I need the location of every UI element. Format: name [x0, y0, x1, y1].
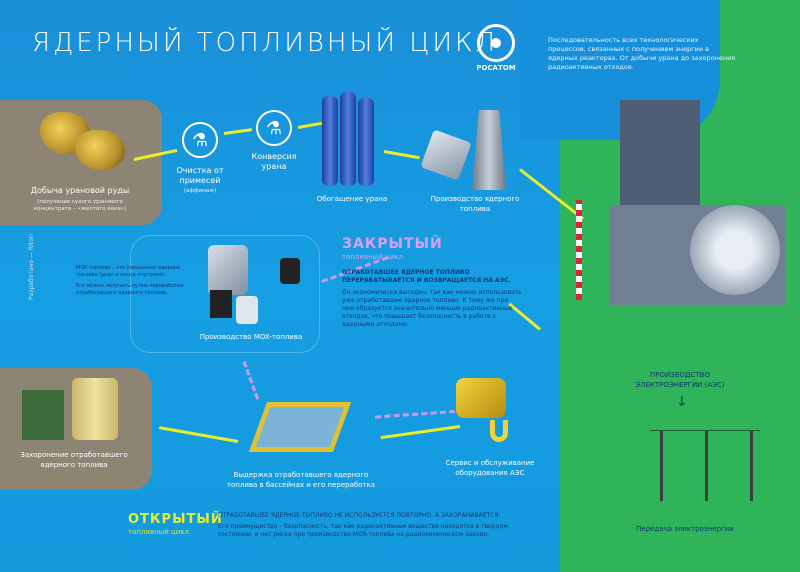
- storage-label: Выдержка отработавшего ядерного топлива …: [226, 471, 376, 489]
- container-icon: [22, 390, 64, 440]
- credit: Разработано — Ritori: [28, 234, 35, 300]
- open-cycle-lead: ОТРАБОТАВШЕЕ ЯДЕРНОЕ ТОПЛИВО НЕ ИСПОЛЬЗУ…: [218, 512, 501, 519]
- centrifuge-icon: [340, 92, 356, 186]
- refining-sub: (аффинаж): [183, 188, 217, 194]
- reactor-building: [620, 100, 700, 220]
- hook-icon: [490, 420, 508, 442]
- page-title: ЯДЕРНЫЙ ТОПЛИВНЫЙ ЦИКЛ: [32, 28, 499, 58]
- mox-pellet-icon: [236, 296, 258, 324]
- power-lines: [650, 430, 760, 501]
- enrichment-label: Обогащение урана: [316, 195, 388, 203]
- closed-cycle-heading: ЗАКРЫТЫЙ: [342, 236, 443, 252]
- open-cycle-text: ОТРАБОТАВШЕЕ ЯДЕРНОЕ ТОПЛИВО НЕ ИСПОЛЬЗУ…: [218, 512, 518, 539]
- open-cycle-sub: топливный цикл: [128, 528, 189, 536]
- centrifuge-icon: [358, 98, 374, 186]
- logo-text: РОСАТОМ: [476, 64, 516, 72]
- mox-note-1: MOX-топливо – это смешанное ядерное топл…: [76, 265, 181, 278]
- open-cycle-body: Его преимущество – безопасность, так как…: [218, 523, 508, 538]
- crane-hook-icon: [456, 378, 506, 418]
- fuel-label: Производство ядерного топлива: [430, 195, 520, 213]
- closed-cycle-sub: топливный цикл: [342, 253, 403, 261]
- centrifuge-icon: [322, 96, 338, 186]
- conversion-label: Конверсия урана: [251, 152, 297, 171]
- mox-pellet-icon: [280, 258, 300, 284]
- mox-panel: [130, 235, 320, 353]
- mox-label: Производство MOX-топлива: [199, 333, 303, 341]
- closed-cycle-body: Он экономически выгоден, так как можно и…: [342, 289, 522, 328]
- disposal-label: Захоронение отработавшего ядерного топли…: [20, 451, 128, 469]
- transmission-label: Передача электроэнергии: [636, 525, 734, 533]
- open-cycle: ОТКРЫТЫЙ топливный цикл: [128, 512, 223, 536]
- flask-icon: ⚗: [182, 122, 218, 158]
- closed-cycle-lead: ОТРАБОТАВШЕЕ ЯДЕРНОЕ ТОПЛИВО ПЕРЕРАБАТЫВ…: [342, 269, 511, 284]
- closed-cycle: ЗАКРЫТЫЙ топливный цикл ОТРАБОТАВШЕЕ ЯДЕ…: [342, 236, 522, 329]
- rosatom-logo: РОСАТОМ: [468, 24, 524, 72]
- uranium-ore-icon: [75, 130, 125, 170]
- plant-label: ПРОИЗВОДСТВО ЭЛЕКТРОЭНЕРГИИ (АЭС): [635, 371, 725, 389]
- down-arrow-icon: ↓: [676, 394, 688, 410]
- rosatom-logo-icon: [477, 24, 515, 62]
- flask-icon: ⚗: [256, 110, 292, 146]
- mox-note: MOX-топливо – это смешанное ядерное топл…: [76, 265, 196, 296]
- refining-label: Очистка от примесей: [176, 166, 224, 185]
- mox-fuel-icon: [208, 245, 248, 295]
- mining-sub: (получение сухого уранового концентрата …: [33, 199, 127, 212]
- mox-note-2: Его можно получать путем переработки отр…: [76, 283, 184, 296]
- open-cycle-heading: ОТКРЫТЫЙ: [128, 512, 223, 527]
- chimney: [576, 200, 582, 300]
- reactor-dome: [690, 205, 780, 295]
- intro-text: Последовательность всех технологических …: [548, 36, 736, 71]
- service-label: Сервис и обслуживание оборудования АЭС: [445, 459, 535, 477]
- mox-pellet-icon: [210, 290, 232, 318]
- cask-icon: [72, 378, 118, 440]
- mining-label: Добыча урановой руды: [30, 186, 130, 195]
